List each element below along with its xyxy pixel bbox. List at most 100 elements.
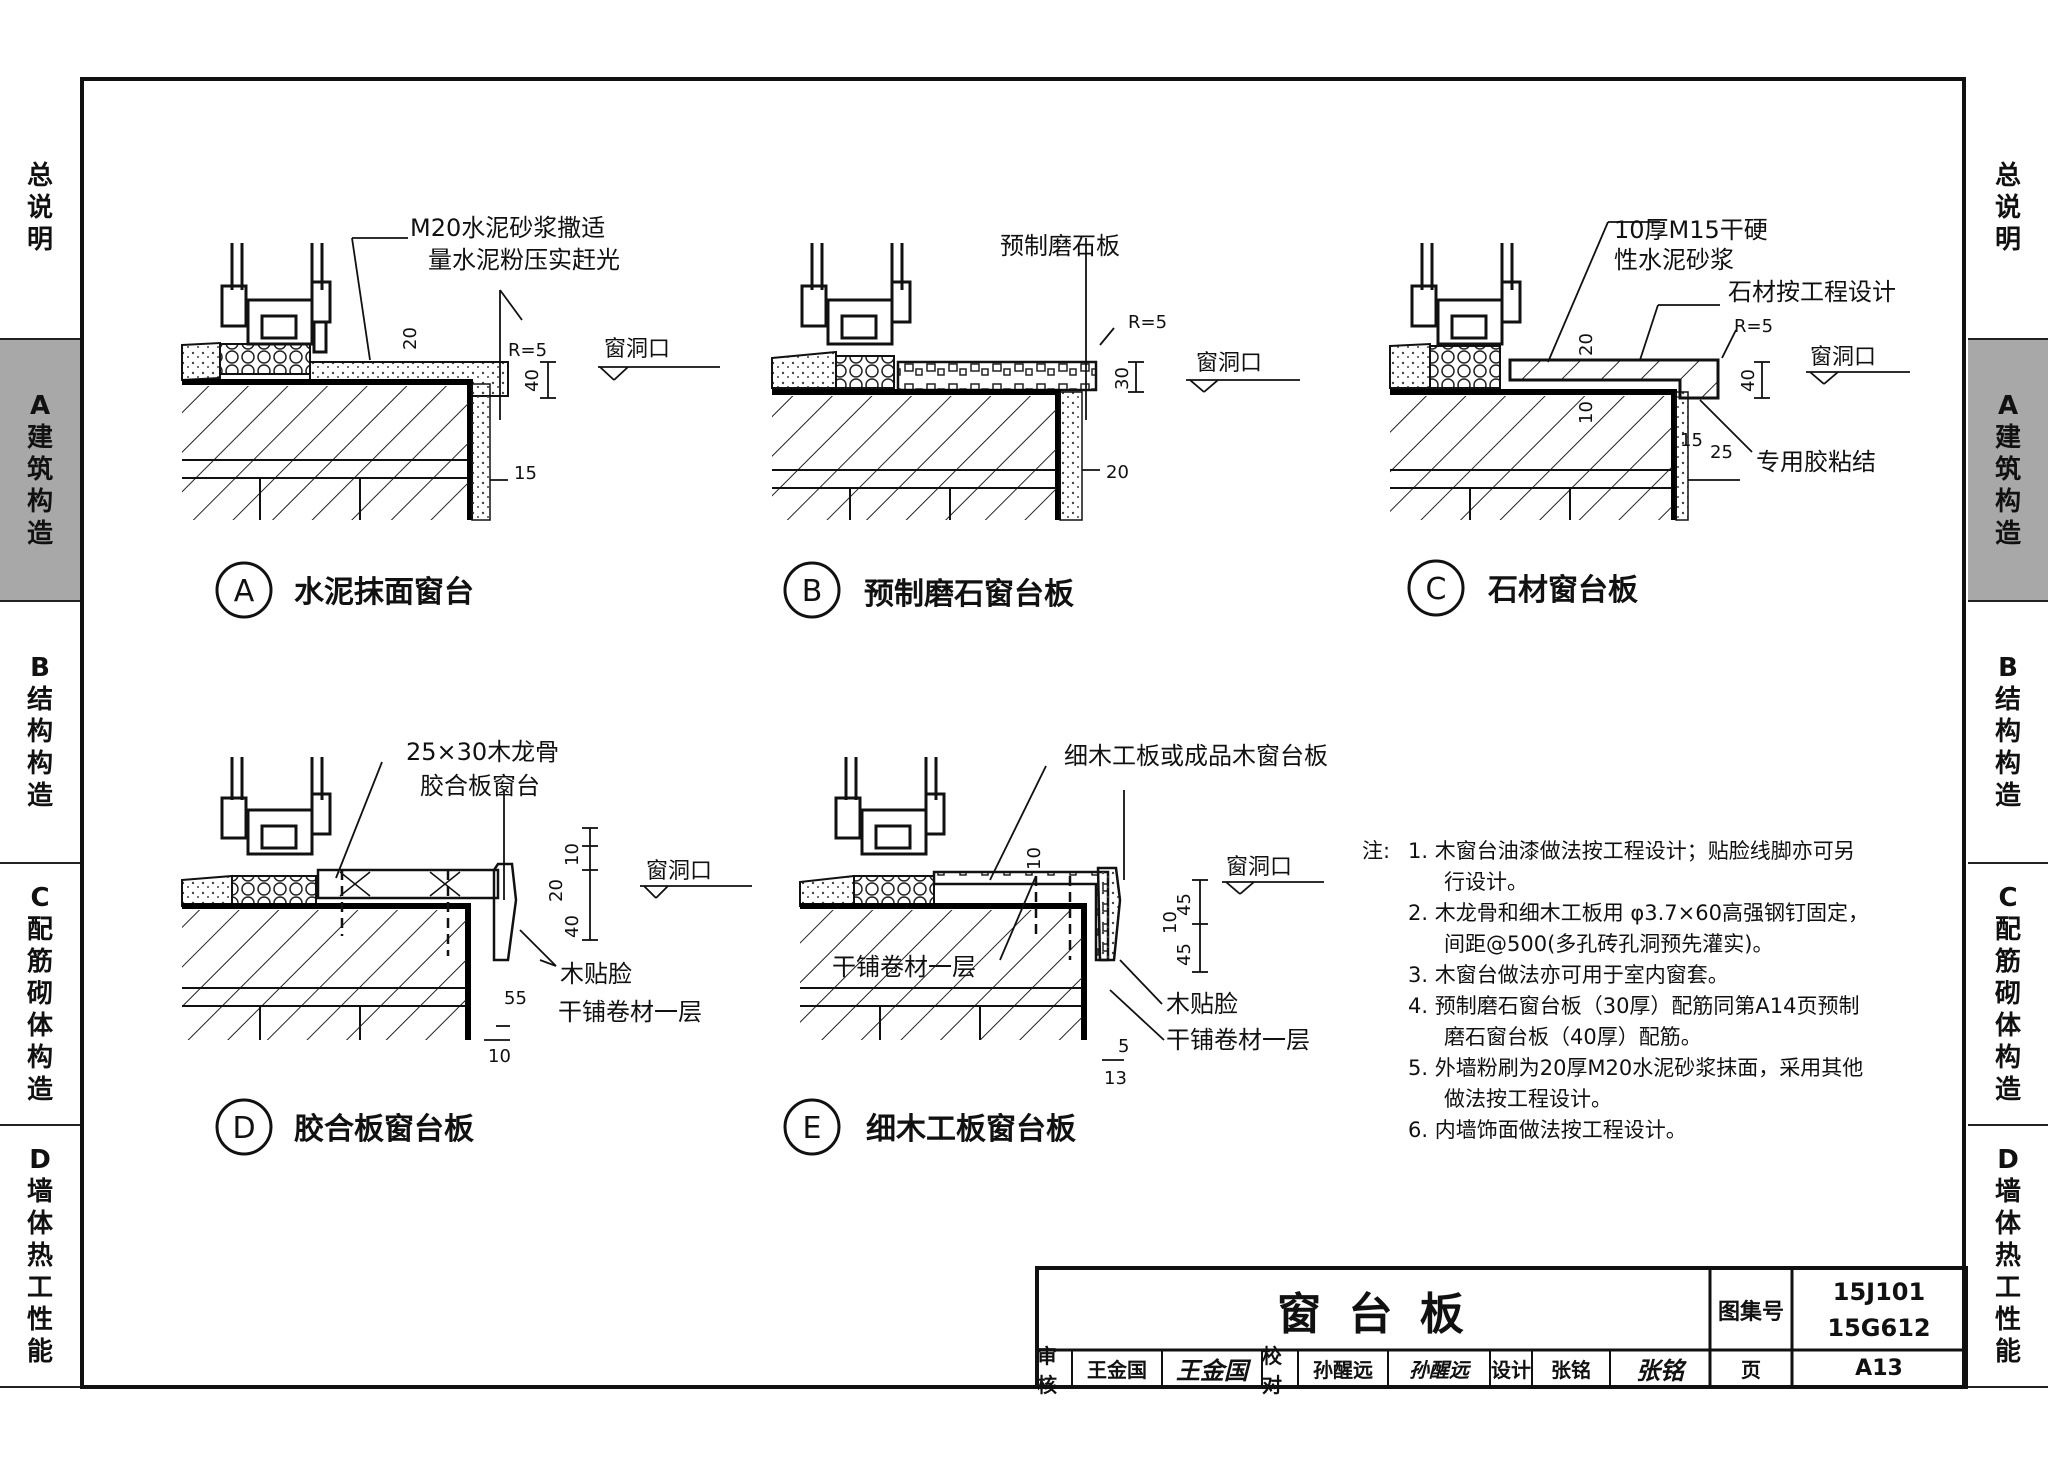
right-tab-general[interactable]: 总 说 明 xyxy=(1968,78,2048,340)
tab-char: 构 xyxy=(1994,749,2021,779)
checker-name: 孙醒远 xyxy=(1313,1358,1373,1382)
tab-char: 筑 xyxy=(1994,455,2021,485)
checker-signature: 孙醒远 xyxy=(1409,1358,1469,1382)
leader-lines-e xyxy=(989,765,1324,1061)
right-tab-d[interactable]: D 墙 体 热 工 性 能 xyxy=(1968,1126,2048,1388)
callout-letter-e: E xyxy=(803,1111,822,1146)
left-tab-d[interactable]: D 墙 体 热 工 性 能 xyxy=(0,1126,80,1388)
mortar-top-b xyxy=(771,350,837,389)
callout-letter-c: C xyxy=(1426,572,1447,607)
note-line: 4. 预制磨石窗台板（30厚）配筋同第A14页预制 xyxy=(1408,994,1860,1018)
dim-d-55: 55 xyxy=(504,988,527,1009)
tab-char: 体 xyxy=(26,1011,53,1041)
dim-d-20: 20 xyxy=(546,879,567,902)
designer-name: 张铭 xyxy=(1551,1358,1591,1382)
tab-char: A xyxy=(29,391,51,421)
detail-c: 10厚M15干硬 性水泥砂浆 石材按工程设计 R=5 窗洞口 专用胶粘结 20 … xyxy=(1389,216,1910,617)
window-frame-c xyxy=(1410,243,1522,346)
tab-char: 构 xyxy=(26,1043,53,1073)
render-a xyxy=(471,383,491,521)
leader-lines-c xyxy=(1547,221,1910,481)
design-label: 设计 xyxy=(1491,1358,1531,1382)
note-line: 行设计。 xyxy=(1444,870,1528,894)
sealant-a xyxy=(219,343,311,375)
left-tab-c[interactable]: C 配 筋 砌 体 构 造 xyxy=(0,864,80,1126)
detail-title-e: 细木工板窗台板 xyxy=(866,1112,1076,1147)
window-frame-e xyxy=(834,757,946,856)
note-d-2: 胶合板窗台 xyxy=(420,772,540,800)
note-d-3: 木贴脸 xyxy=(560,960,632,988)
note-line: 1. 木窗台油漆做法按工程设计；贴脸线脚亦可另 xyxy=(1408,839,1855,863)
sealant-d xyxy=(231,875,317,905)
tab-char: 工 xyxy=(1994,1273,2021,1303)
tab-char: 体 xyxy=(26,1209,53,1239)
reviewer-signature: 王金国 xyxy=(1176,1356,1248,1385)
sealant-b xyxy=(835,355,895,389)
sealant-e xyxy=(853,875,935,905)
reviewer-name: 王金国 xyxy=(1087,1358,1147,1382)
dim-e-10b: 10 xyxy=(1160,911,1181,934)
wall-outline-e xyxy=(800,903,1087,1040)
left-tab-a[interactable]: A 建 筑 构 造 xyxy=(0,340,80,602)
brick-lines-b xyxy=(772,469,1056,520)
radius-b: R=5 xyxy=(1128,312,1167,333)
opening-b: 窗洞口 xyxy=(1196,351,1262,376)
tab-char: 砌 xyxy=(1994,979,2021,1009)
note-e-4: 干铺卷材一层 xyxy=(1166,1026,1310,1054)
note-line: 6. 内墙饰面做法按工程设计。 xyxy=(1408,1118,1687,1142)
wall-outline-d xyxy=(182,903,471,1040)
note-a-1: M20水泥砂浆撒适 xyxy=(410,214,605,242)
wall-outline-b xyxy=(772,389,1061,520)
tab-char: 热 xyxy=(1994,1241,2021,1271)
brick-lines-e xyxy=(800,987,1082,1040)
tab-char: 造 xyxy=(1994,519,2021,549)
dim-e-5: 5 xyxy=(1118,1036,1129,1057)
opening-d: 窗洞口 xyxy=(646,859,712,884)
tab-char: 结 xyxy=(26,685,53,715)
detail-title-a: 水泥抹面窗台 xyxy=(294,575,474,610)
trim-e xyxy=(1096,866,1122,962)
dim-d-10b: 10 xyxy=(488,1046,511,1067)
check-label: 校对 xyxy=(1262,1343,1282,1397)
tab-char: C xyxy=(30,883,50,913)
tab-char: 结 xyxy=(1994,685,2021,715)
tab-char: 构 xyxy=(1994,1043,2021,1073)
tab-char: 筋 xyxy=(26,947,53,977)
tab-char: 筋 xyxy=(1994,947,2021,977)
tab-char: 明 xyxy=(26,225,53,255)
callout-circle-d xyxy=(215,1098,273,1156)
wall-outline-c xyxy=(1390,389,1677,520)
dim-e-10: 10 xyxy=(1024,847,1045,870)
dashed-anchors-e xyxy=(1034,876,1072,960)
dashed-anchors-d xyxy=(340,870,450,956)
drawing-frame xyxy=(80,77,1966,1389)
callout-letter-b: B xyxy=(802,574,823,609)
right-tab-c[interactable]: C 配 筋 砌 体 构 造 xyxy=(1968,864,2048,1126)
note-c-1: 10厚M15干硬 xyxy=(1614,216,1768,244)
tab-char: 构 xyxy=(26,749,53,779)
tab-char: 造 xyxy=(26,781,53,811)
note-e-3: 木贴脸 xyxy=(1166,990,1238,1018)
opening-e: 窗洞口 xyxy=(1226,855,1292,880)
tab-char: D xyxy=(1997,1145,2019,1175)
dim-c-25: 25 xyxy=(1710,442,1733,463)
designer-signature: 张铭 xyxy=(1636,1356,1684,1385)
tab-char: 工 xyxy=(26,1273,53,1303)
render-b xyxy=(1059,391,1083,521)
right-tab-a[interactable]: A 建 筑 构 造 xyxy=(1968,340,2048,602)
trim-d xyxy=(492,862,518,962)
tab-char: 明 xyxy=(1994,225,2021,255)
render-c xyxy=(1675,391,1689,521)
tab-char: 总 xyxy=(26,161,53,191)
right-tab-b[interactable]: B 结 构 构 造 xyxy=(1968,602,2048,864)
left-tab-b[interactable]: B 结 构 构 造 xyxy=(0,602,80,864)
dim-c-40: 40 xyxy=(1738,369,1759,392)
window-frame-a xyxy=(220,243,332,354)
mortar-top-e xyxy=(799,874,855,908)
callout-circle-b xyxy=(783,561,841,619)
sheet-title: 窗 台 板 xyxy=(1277,1289,1470,1340)
left-tab-general[interactable]: 总 说 明 xyxy=(0,78,80,340)
mortar-top-d xyxy=(181,874,233,908)
wall-hatch-d xyxy=(182,910,466,1040)
